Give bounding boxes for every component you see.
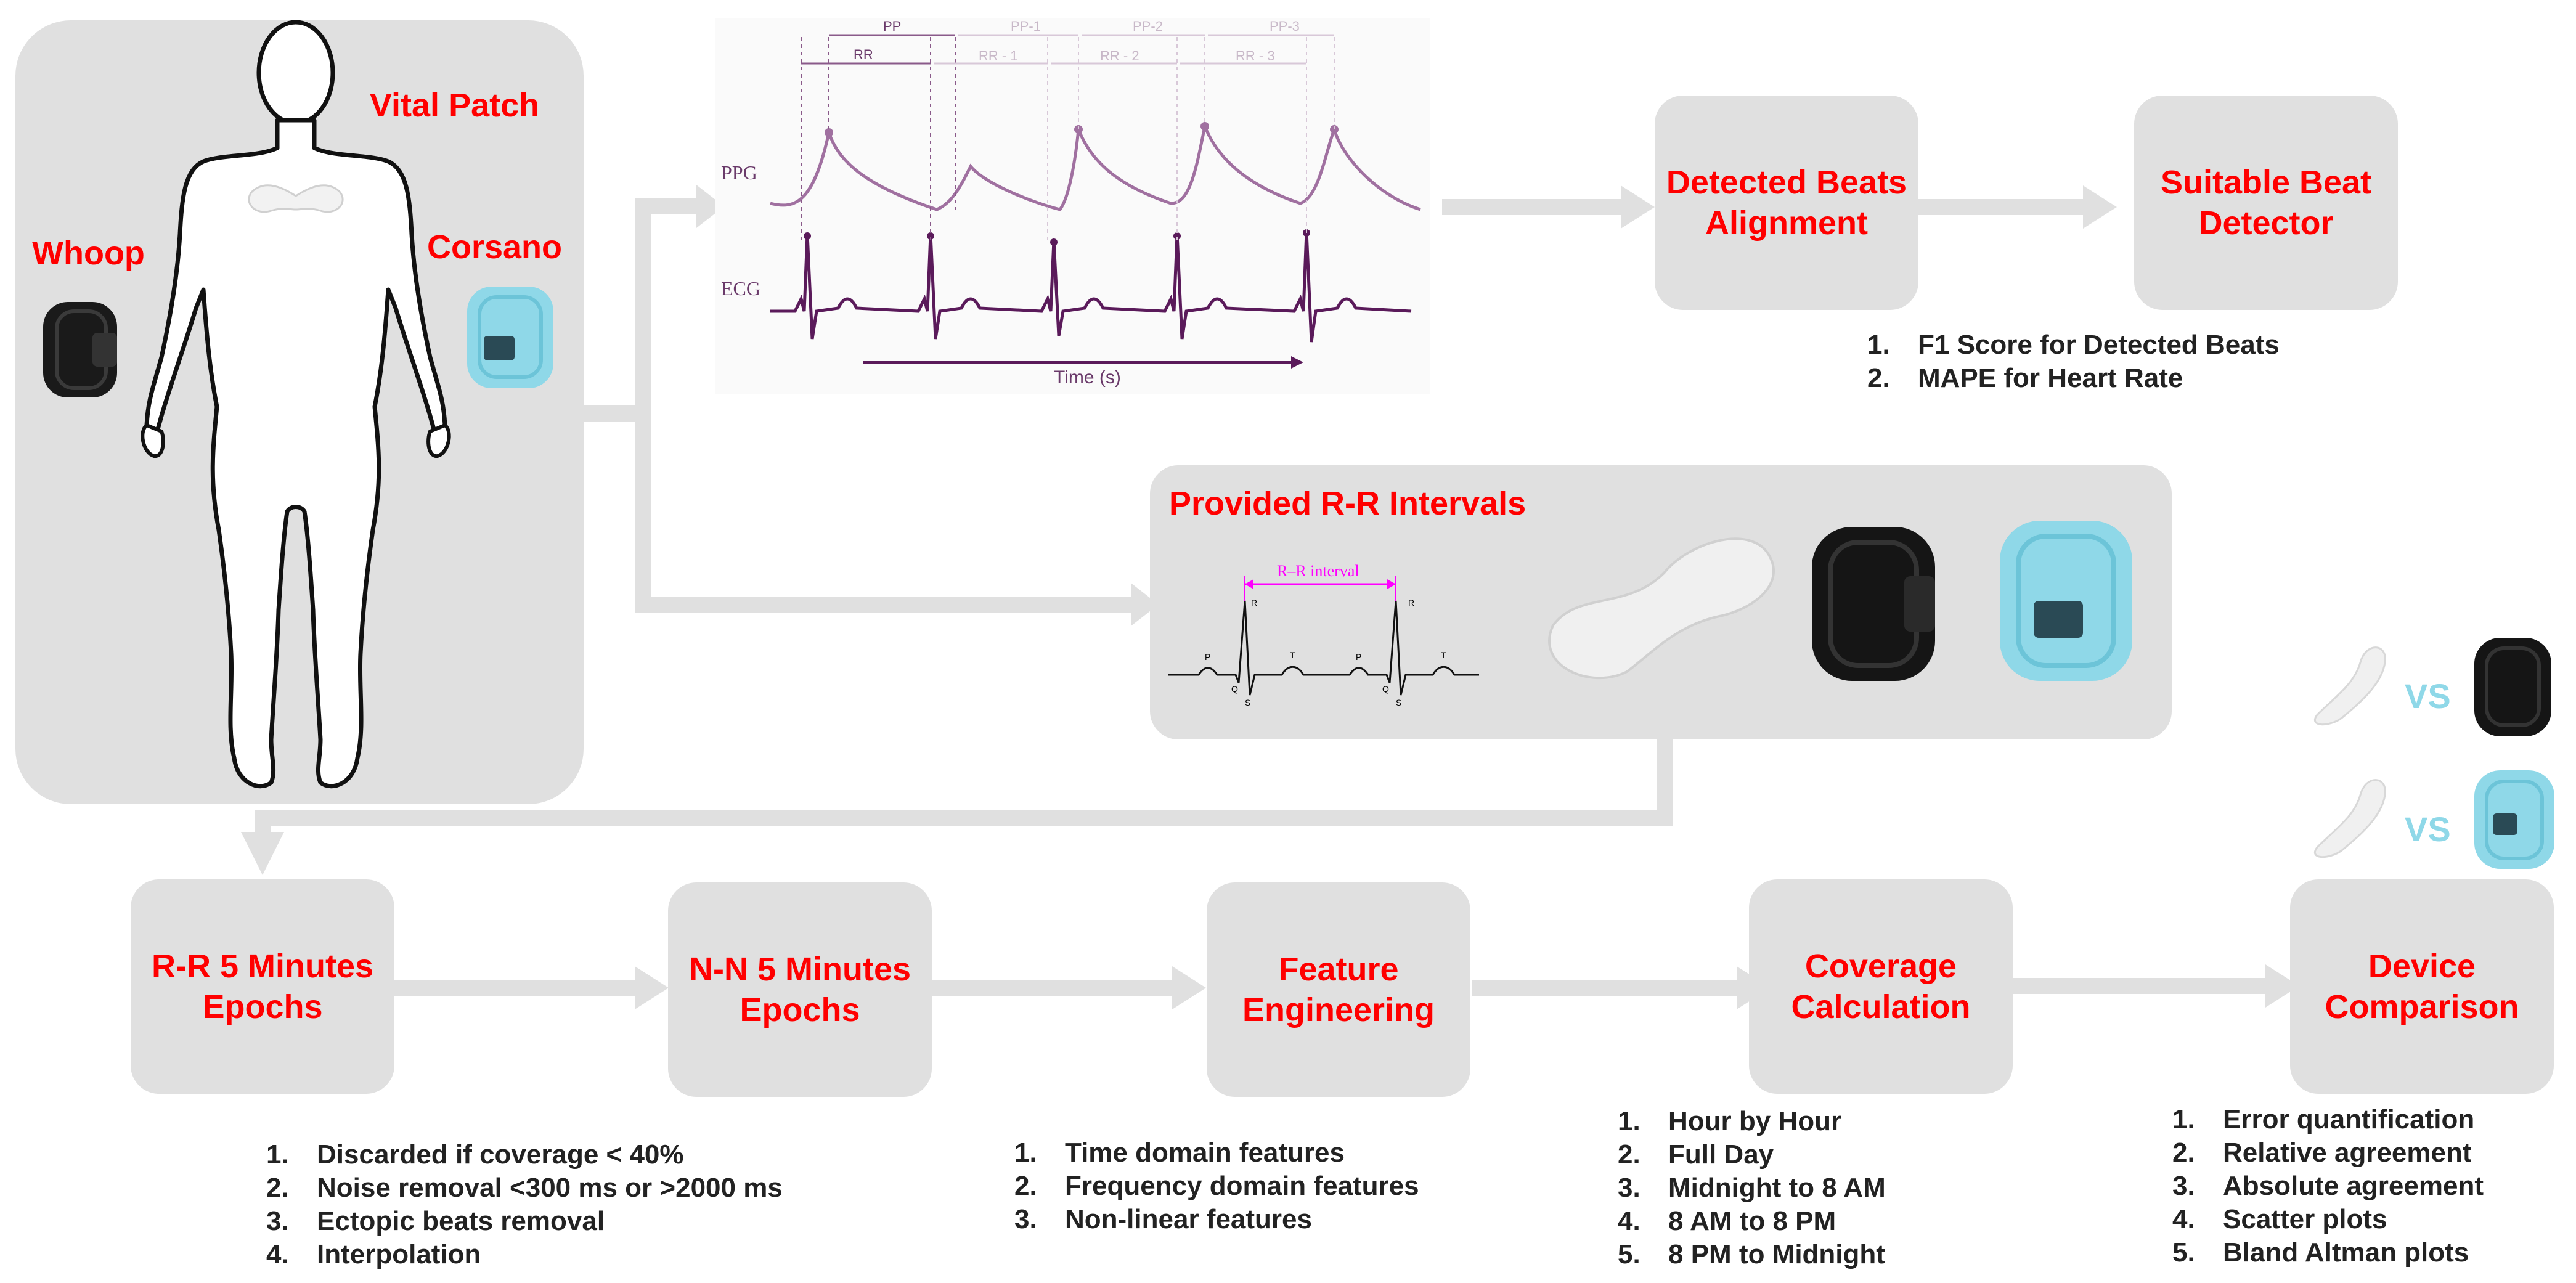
rr-interval-label: RR [854, 47, 873, 62]
list-item: 1.Time domain features [1014, 1138, 1345, 1168]
vital-patch-on-chest [248, 184, 344, 213]
list-item: 5.8 PM to Midnight [1618, 1239, 1885, 1269]
list-item: 1.Error quantification [2172, 1104, 2475, 1134]
rr-epochs-title: R-R 5 Minutes Epochs [151, 948, 374, 1025]
rr-epochs-box [131, 879, 394, 1094]
list-item: 4.Scatter plots [2172, 1204, 2387, 1234]
list-item: 2.Full Day [1618, 1139, 1774, 1170]
vs-label-1: VS [2405, 677, 2451, 715]
list-item: 1.Discarded if coverage < 40% [266, 1139, 684, 1170]
coverage-calculation-box [1749, 879, 2013, 1094]
list-item: 5.Bland Altman plots [2172, 1237, 2469, 1268]
whoop-band-left [43, 302, 117, 397]
vital-patch-small-2 [2313, 779, 2386, 858]
ecg-label: ECG [721, 277, 760, 299]
pp2-interval-label: PP-2 [1133, 18, 1163, 34]
nn-epochs-box [668, 882, 932, 1097]
beat-detector-title: Suitable Beat Detector [2160, 164, 2372, 242]
corsano-band-right [467, 287, 553, 388]
device-comparison-title: Device Comparison [2325, 948, 2519, 1025]
pp3-interval-label: PP-3 [1270, 18, 1300, 34]
ppg-wave [770, 121, 1421, 211]
corsano-small [2474, 770, 2554, 869]
rr-epochs-steps-list: 1.Discarded if coverage < 40% 2.Noise re… [266, 1138, 783, 1271]
vital-patch-label: Vital Patch [370, 87, 540, 124]
list-item: 3.Midnight to 8 AM [1618, 1173, 1886, 1203]
wave-letter-r2: R [1408, 598, 1415, 608]
corsano-label: Corsano [427, 229, 563, 266]
beats-alignment-title: Detected Beats Alignment [1666, 164, 1907, 242]
whoop-device [1812, 527, 1935, 681]
device-comparison-box [2290, 879, 2554, 1094]
wave-letter-s1: S [1245, 698, 1251, 707]
comparison-methods-list: 1.Error quantification 2.Relative agreem… [2172, 1103, 2484, 1269]
list-item: 3.Ectopic beats removal [266, 1206, 605, 1236]
feature-engineering-box [1207, 882, 1470, 1097]
list-item: 2.Relative agreement [2172, 1138, 2472, 1168]
rr1-interval-label: RR - 1 [979, 48, 1018, 63]
pp-interval-label: PP [883, 18, 902, 34]
vital-patch-device [1548, 537, 1775, 680]
nn-epochs-title: N-N 5 Minutes Epochs [688, 951, 911, 1028]
list-item: 3.Absolute agreement [2172, 1171, 2484, 1201]
list-item: 3.Non-linear features [1014, 1204, 1312, 1234]
beats-alignment-box [1655, 96, 1918, 310]
rr-intervals-title: Provided R-R Intervals [1169, 485, 1526, 522]
list-item: 1.F1 Score for Detected Beats [1867, 330, 2280, 360]
feature-engineering-title: Feature Engineering [1242, 951, 1435, 1028]
time-axis-label: Time (s) [1054, 367, 1121, 388]
wave-letter-s2: S [1396, 698, 1402, 707]
wave-letter-q2: Q [1382, 684, 1389, 694]
whoop-label: Whoop [32, 235, 145, 272]
rr-interval-magenta-label: R–R interval [1277, 562, 1359, 580]
wave-letter-p2: P [1356, 652, 1362, 662]
rr3-interval-label: RR - 3 [1236, 48, 1275, 63]
coverage-periods-list: 1.Hour by Hour 2.Full Day 3.Midnight to … [1618, 1105, 1886, 1271]
wave-letter-p1: P [1205, 652, 1211, 662]
wave-letter-t1: T [1290, 650, 1295, 660]
list-item: 1.Hour by Hour [1618, 1106, 1842, 1136]
wave-letter-q1: Q [1231, 684, 1238, 694]
ppg-label: PPG [721, 161, 757, 184]
list-item: 2.Noise removal <300 ms or >2000 ms [266, 1173, 783, 1203]
list-item: 2.MAPE for Heart Rate [1867, 363, 2183, 393]
wave-letter-t2: T [1441, 650, 1446, 660]
vs-label-2: VS [2405, 810, 2451, 849]
wave-letter-r1: R [1251, 598, 1258, 608]
pp1-interval-label: PP-1 [1011, 18, 1041, 34]
coverage-calculation-title: Coverage Calculation [1791, 948, 1971, 1025]
beat-detector-box [2134, 96, 2398, 310]
ecg-wave [770, 230, 1412, 343]
whoop-small [2474, 638, 2551, 736]
list-item: 4.Interpolation [266, 1239, 481, 1269]
list-item: 2.Frequency domain features [1014, 1171, 1419, 1201]
feature-types-list: 1.Time domain features 2.Frequency domai… [1014, 1136, 1419, 1236]
detector-metrics-list: 1.F1 Score for Detected Beats 2.MAPE for… [1867, 328, 2280, 395]
rr2-interval-label: RR - 2 [1100, 48, 1139, 63]
vital-patch-small-1 [2313, 646, 2386, 726]
list-item: 4.8 AM to 8 PM [1618, 1206, 1836, 1236]
corsano-device [2000, 521, 2132, 681]
